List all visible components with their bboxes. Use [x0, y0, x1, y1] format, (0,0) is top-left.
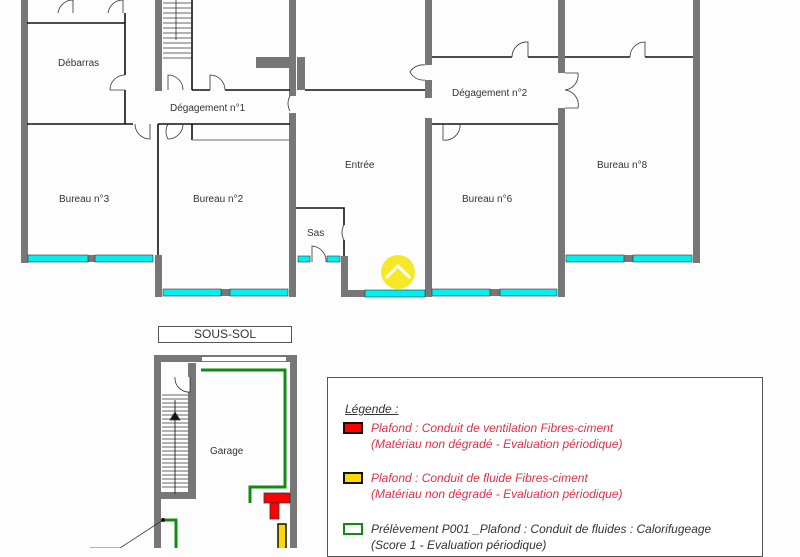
- room-label-sas: Sas: [307, 228, 324, 239]
- legend-item-line2: (Matériau non dégradé - Evaluation pério…: [371, 437, 623, 451]
- room-label-bureau8: Bureau n°8: [597, 160, 648, 171]
- ventilation-duct-marker: [263, 492, 291, 520]
- sample-zone-p001-marker: [162, 518, 178, 548]
- legend-item-fluide: Plafond : Conduit de fluide Fibres-cimen…: [343, 470, 623, 502]
- legend-item-line1: Plafond : Conduit de ventilation Fibres-…: [371, 421, 614, 435]
- room-label-degagement1: Dégagement n°1: [170, 103, 246, 114]
- yellow-swatch-icon: [343, 472, 363, 484]
- room-label-bureau2: Bureau n°2: [193, 194, 244, 205]
- green-swatch-icon: [343, 523, 363, 535]
- upper-floor-windows: [27, 254, 693, 298]
- legend-title: Légende :: [345, 402, 399, 416]
- legend-item-line1: Prélèvement P001 _Plafond : Conduit de f…: [371, 522, 712, 536]
- room-label-bureau6: Bureau n°6: [462, 194, 513, 205]
- basement-title: SOUS-SOL: [158, 326, 292, 343]
- legend-box: Légende : Plafond : Conduit de ventilati…: [327, 377, 763, 557]
- room-label-degagement2: Dégagement n°2: [452, 88, 528, 99]
- door-swings: [57, 0, 646, 263]
- room-label-debarras: Débarras: [58, 58, 99, 69]
- room-label-garage: Garage: [210, 446, 244, 457]
- legend-item-line2: (Score 1 - Evaluation périodique): [371, 538, 547, 552]
- leader-line: [90, 519, 164, 548]
- upper-floor-partitions: [27, 0, 693, 256]
- sample-zone-p001: [201, 368, 287, 503]
- legend-item-line1: Plafond : Conduit de fluide Fibres-cimen…: [371, 471, 588, 485]
- stairs-upper: [163, 0, 191, 59]
- legend-item-ventilation: Plafond : Conduit de ventilation Fibres-…: [343, 420, 623, 452]
- fluid-duct-marker: [277, 523, 287, 548]
- basement-window: [202, 357, 286, 361]
- room-label-bureau3: Bureau n°3: [59, 194, 110, 205]
- leader-dot: [161, 518, 165, 522]
- room-label-entree: Entrée: [345, 160, 375, 171]
- legend-item-line2: (Matériau non dégradé - Evaluation pério…: [371, 487, 623, 501]
- logo-watermark: [381, 255, 415, 289]
- door-swing: [174, 376, 191, 393]
- upper-floor-walls: [21, 0, 700, 297]
- legend-item-prelevement: Prélèvement P001 _Plafond : Conduit de f…: [343, 521, 711, 553]
- red-swatch-icon: [343, 422, 363, 434]
- stairs-basement: [162, 394, 188, 494]
